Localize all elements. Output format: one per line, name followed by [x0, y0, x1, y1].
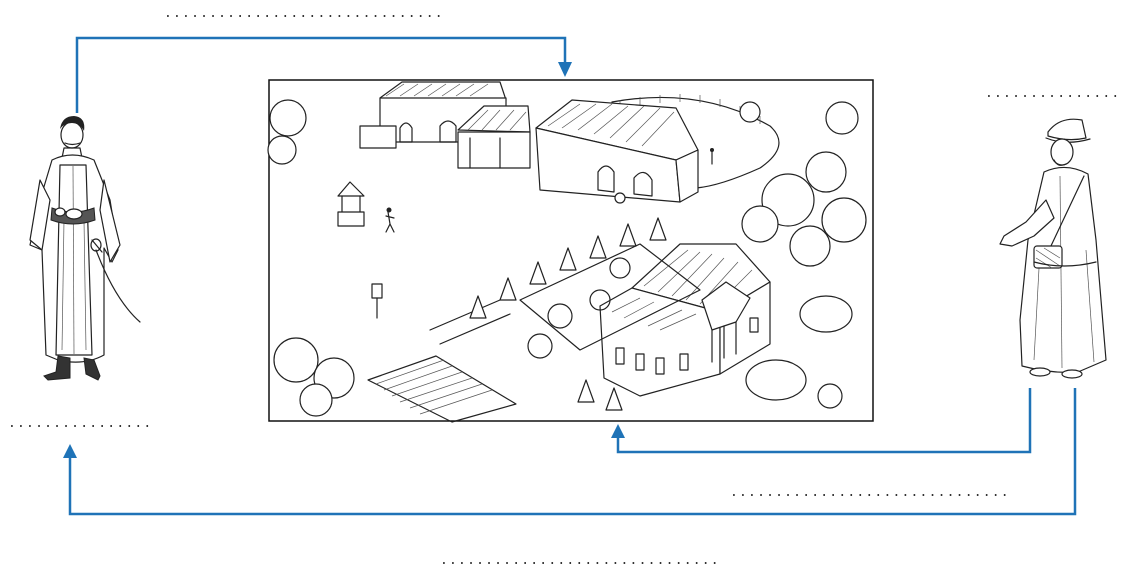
- building-shed: [457, 105, 531, 169]
- arrow-peasant-to-estate: [611, 388, 1032, 454]
- building-manor: [599, 243, 771, 397]
- well: [337, 181, 365, 227]
- blank-top: ...............................: [164, 6, 444, 21]
- arrow-peasant-to-noble: [63, 388, 1077, 516]
- arrow-noble-to-estate: [75, 36, 572, 113]
- blank-bottom: ...............................: [440, 553, 720, 568]
- vegetable-beds: [367, 355, 517, 423]
- garden: [429, 243, 701, 359]
- blank-right: ................: [985, 86, 1122, 101]
- blank-bottom-right: ...............................: [730, 485, 1010, 500]
- building-granary: [535, 99, 699, 204]
- trees: [267, 99, 867, 417]
- manor-estate-illustration: [267, 79, 874, 423]
- blank-left: ................: [8, 416, 153, 431]
- peasant-figure: [999, 118, 1107, 379]
- nobleman-figure: [29, 116, 141, 381]
